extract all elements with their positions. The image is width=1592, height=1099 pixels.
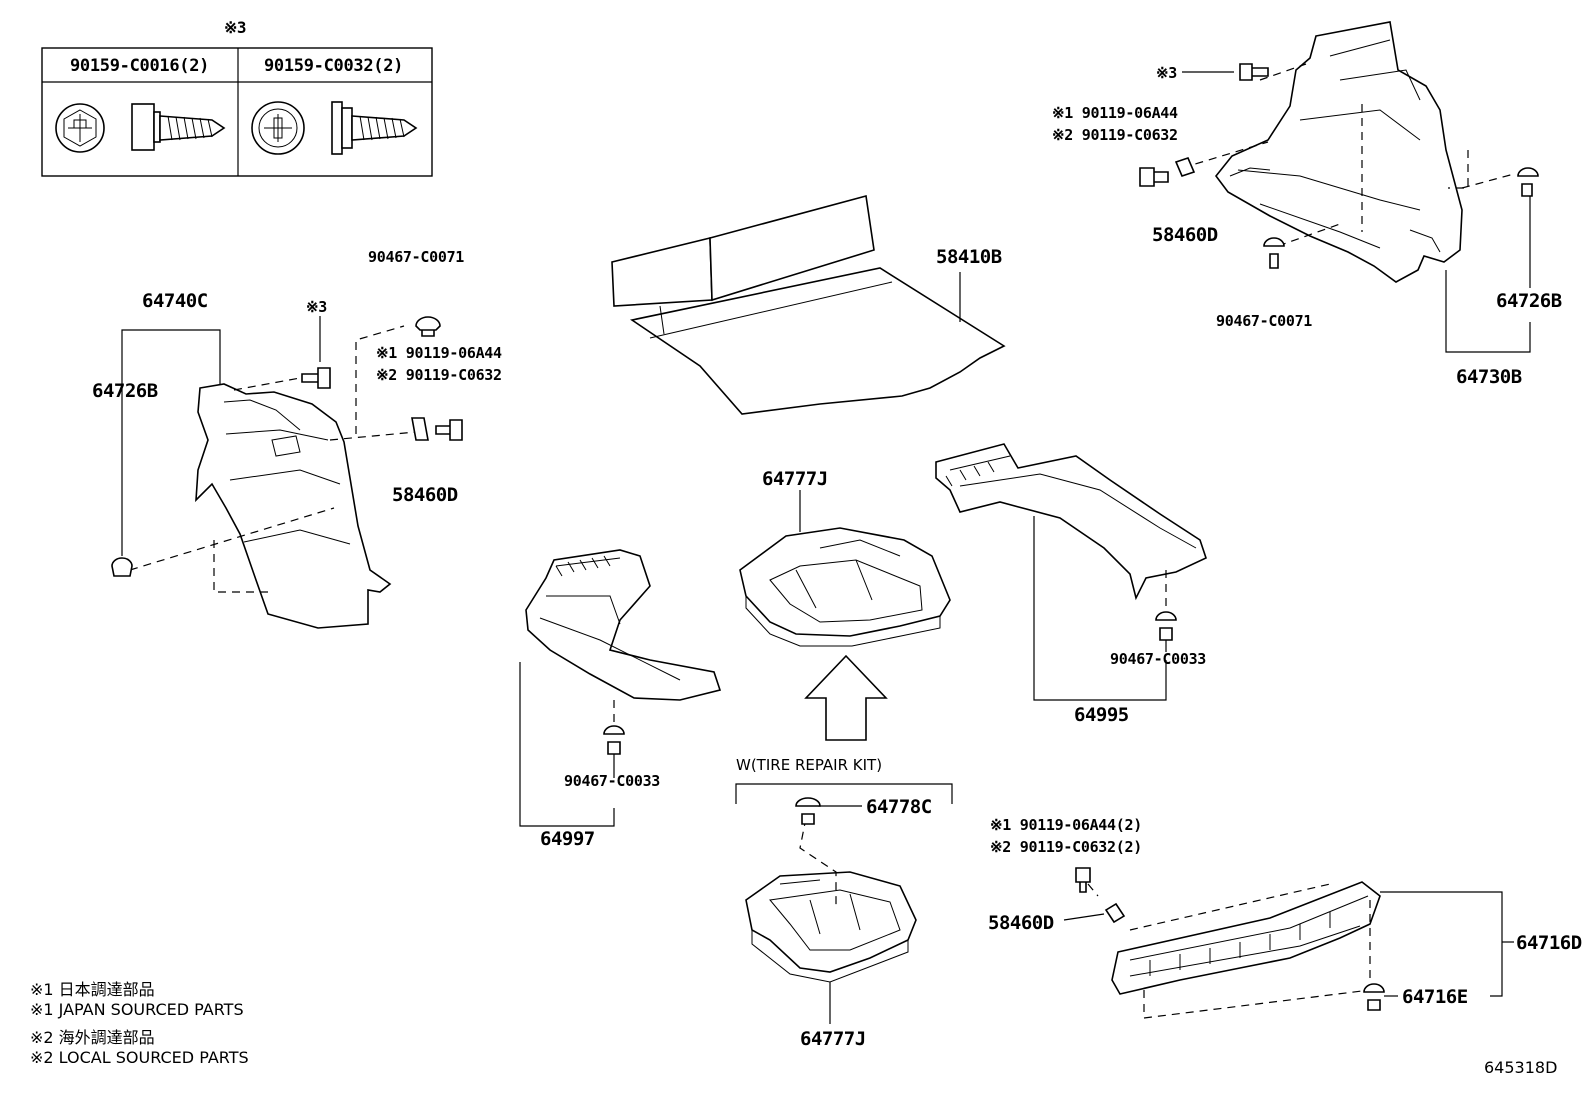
clip-icon [1155, 611, 1177, 641]
tire-repair-kit-tray [745, 871, 917, 983]
note-2-en: ※2 LOCAL SOURCED PARTS [30, 1048, 249, 1067]
label-left-58460D: 58460D [392, 484, 458, 506]
label-64716D: 64716D [1516, 932, 1582, 954]
label-kit-64777J: 64777J [800, 1028, 866, 1050]
center-luggage-tray [739, 527, 951, 647]
label-64716E: 64716E [1402, 986, 1468, 1008]
note-2-jp: ※2 海外調達部品 [30, 1028, 155, 1047]
nut-clip-icon [411, 417, 429, 441]
right-quarter-trim [1214, 21, 1463, 283]
bolt-icon [1239, 63, 1269, 81]
bolt-icon [1075, 867, 1091, 893]
right-side-tray [935, 443, 1207, 601]
label-left-90467-C0071: 90467-C0071 [368, 248, 465, 266]
note-1-en: ※1 JAPAN SOURCED PARTS [30, 1000, 244, 1019]
clip-icon [795, 797, 821, 825]
clip-icon [1263, 237, 1285, 269]
diagram-id: 645318D [1484, 1058, 1558, 1077]
label-sill-n1: ※1 90119-06A44(2) [990, 816, 1142, 834]
left-quarter-trim [195, 383, 392, 629]
label-right-90467-C0071: 90467-C0071 [1216, 312, 1313, 330]
arrow-up-icon [804, 654, 888, 741]
label-left-n2: ※2 90119-C0632 [376, 366, 502, 384]
table-note-mark: ※3 [224, 18, 247, 37]
label-right-90467-C0033: 90467-C0033 [1110, 650, 1207, 668]
clip-icon [1517, 167, 1539, 197]
clip-icon [603, 725, 625, 755]
label-left-90467-C0033: 90467-C0033 [564, 772, 661, 790]
label-64740C: 64740C [142, 290, 208, 312]
washer-screw-head-icon [251, 101, 305, 155]
label-64997: 64997 [540, 828, 595, 850]
clip-icon [111, 557, 133, 577]
label-right-mark3: ※3 [1156, 64, 1177, 82]
label-left-mark3: ※3 [306, 298, 327, 316]
screw-table [41, 47, 433, 177]
label-right-n1: ※1 90119-06A44 [1052, 104, 1178, 122]
clip-icon [1363, 983, 1385, 1011]
label-right-58460D: 58460D [1152, 224, 1218, 246]
deck-board-mat [611, 194, 1006, 415]
label-left-n1: ※1 90119-06A44 [376, 344, 502, 362]
bolt-icon [1139, 167, 1169, 187]
bolt-icon [435, 419, 463, 441]
label-58410B: 58410B [936, 246, 1002, 268]
table-col1-part: 90159-C0016(2) [70, 56, 210, 76]
screw-head-icon [55, 103, 105, 153]
label-64995: 64995 [1074, 704, 1129, 726]
label-sill-58460D: 58460D [988, 912, 1054, 934]
note-1-jp: ※1 日本調達部品 [30, 980, 155, 999]
rear-scuff-plate [1111, 881, 1381, 995]
nut-clip-icon [1174, 157, 1196, 177]
washer-tapping-screw-icon [331, 101, 418, 155]
clip-icon [415, 316, 441, 337]
nut-clip-icon [1104, 902, 1126, 924]
label-center-64777J: 64777J [762, 468, 828, 490]
table-col2-part: 90159-C0032(2) [264, 56, 404, 76]
bolt-icon [301, 367, 331, 389]
label-right-n2: ※2 90119-C0632 [1052, 126, 1178, 144]
label-64730B: 64730B [1456, 366, 1522, 388]
label-right-64726B: 64726B [1496, 290, 1562, 312]
label-64778C: 64778C [866, 796, 932, 818]
label-tire-repair-kit: W(TIRE REPAIR KIT) [736, 756, 883, 774]
tapping-screw-icon [131, 103, 226, 151]
left-side-tray [525, 549, 722, 701]
label-left-64726B: 64726B [92, 380, 158, 402]
label-sill-n2: ※2 90119-C0632(2) [990, 838, 1142, 856]
